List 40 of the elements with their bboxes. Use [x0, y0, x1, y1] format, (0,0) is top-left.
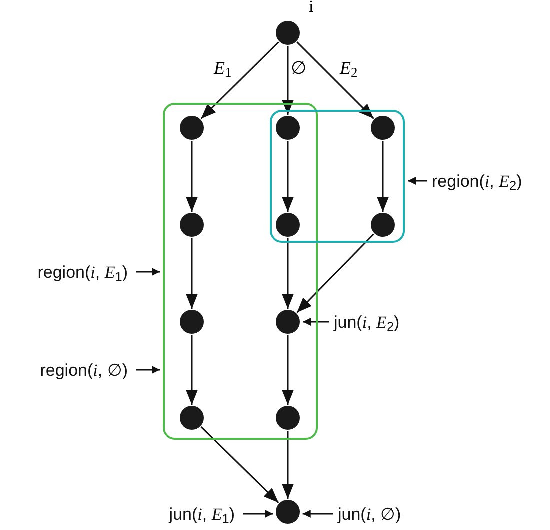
- leader-arrow: [303, 318, 329, 326]
- annotation-label: region(i, ∅): [40, 362, 128, 378]
- arrow: [296, 42, 374, 120]
- arrow: [186, 141, 198, 212]
- graph-node: [180, 212, 204, 236]
- edge-label: ∅: [291, 58, 307, 78]
- edge-label: E$_{1}$: [214, 58, 232, 78]
- leader-arrow: [408, 177, 427, 185]
- arrow: [186, 335, 198, 405]
- leader-arrow: [302, 510, 333, 518]
- annotation-label: jun(i, ∅): [338, 506, 402, 522]
- arrow: [377, 141, 389, 212]
- arrow: [186, 238, 198, 309]
- arrow: [282, 431, 294, 499]
- graph-node: [370, 116, 394, 140]
- arrow: [282, 335, 294, 405]
- graph-node: [180, 310, 204, 334]
- arrow: [282, 141, 294, 212]
- arrow: [282, 46, 294, 115]
- arrow: [200, 42, 280, 120]
- graph-node: [180, 406, 204, 430]
- node-caption: i: [309, 0, 314, 15]
- annotation-label: region(i, E$_{1}$): [38, 264, 128, 280]
- graph-node: [180, 116, 204, 140]
- annotation-label: jun(i, E$_{1}$): [169, 506, 235, 522]
- edge-label: E$_{2}$: [340, 58, 358, 78]
- graph-node: [276, 213, 300, 237]
- graph-node: [276, 310, 300, 334]
- leader-arrow: [136, 366, 160, 374]
- graph-node: [276, 116, 300, 140]
- arrow: [296, 234, 374, 314]
- graph-node: [276, 406, 300, 430]
- annotation-label: region(i, E$_{2}$): [432, 172, 522, 190]
- graph-node: [370, 212, 394, 236]
- annotation-label: jun(i, E$_{2}$): [334, 314, 400, 330]
- leader-arrow: [136, 268, 160, 276]
- arrow: [282, 238, 294, 309]
- graph-node: [276, 500, 300, 524]
- arrow: [200, 426, 280, 504]
- leader-arrow: [243, 510, 274, 518]
